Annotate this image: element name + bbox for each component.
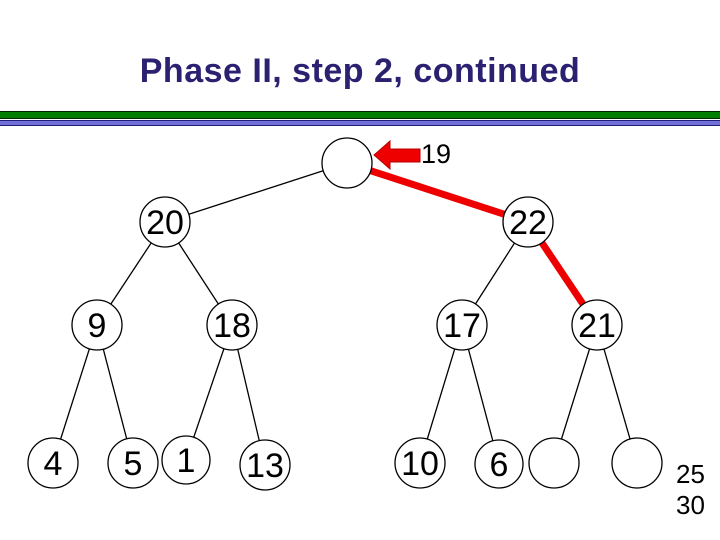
tree-node-empty-left xyxy=(528,437,580,489)
title-rule-green xyxy=(0,111,720,119)
slide-title: Phase II, step 2, continued xyxy=(139,52,581,90)
tree-node-label-20: 20 xyxy=(146,204,184,242)
tree-node-6 xyxy=(474,439,524,489)
tree-node-label-1: 1 xyxy=(177,442,196,480)
tree-node-13 xyxy=(239,439,291,491)
tree-edge-root-n20 xyxy=(164,162,348,223)
tree-node-20 xyxy=(139,196,191,248)
tree-node-9 xyxy=(71,299,123,351)
tree-node-label-18: 18 xyxy=(213,307,251,345)
tree-node-label-9: 9 xyxy=(88,307,107,345)
tree-node-17 xyxy=(436,299,488,351)
tree-node-22 xyxy=(502,196,554,248)
red-arrow-icon xyxy=(373,139,421,171)
tree-edge-root-n22 xyxy=(345,159,530,226)
tree-node-label-17: 17 xyxy=(443,307,481,345)
tree-node-root xyxy=(321,137,373,189)
arrow-value-label: 19 xyxy=(421,139,452,169)
tree-node-5 xyxy=(107,437,159,489)
pending-value-25: 25 xyxy=(676,459,705,489)
tree-node-18 xyxy=(206,299,258,351)
tree-node-empty-right xyxy=(611,437,663,489)
pending-values: 25 30 xyxy=(676,459,705,521)
tree-node-21 xyxy=(571,299,623,351)
tree-node-label-5: 5 xyxy=(124,445,143,483)
tree-node-label-6: 6 xyxy=(490,446,509,484)
tree-node-1 xyxy=(161,435,211,485)
tree-node-10 xyxy=(394,437,446,489)
tree-node-label-10: 10 xyxy=(401,445,439,483)
tree-node-label-22: 22 xyxy=(509,204,547,242)
tree-node-4 xyxy=(27,437,79,489)
tree-node-label-21: 21 xyxy=(578,307,616,345)
tree-node-label-13: 13 xyxy=(246,447,284,485)
tree-node-label-4: 4 xyxy=(44,445,63,483)
title-rule-blue xyxy=(0,120,720,126)
pending-value-30: 30 xyxy=(676,490,705,520)
